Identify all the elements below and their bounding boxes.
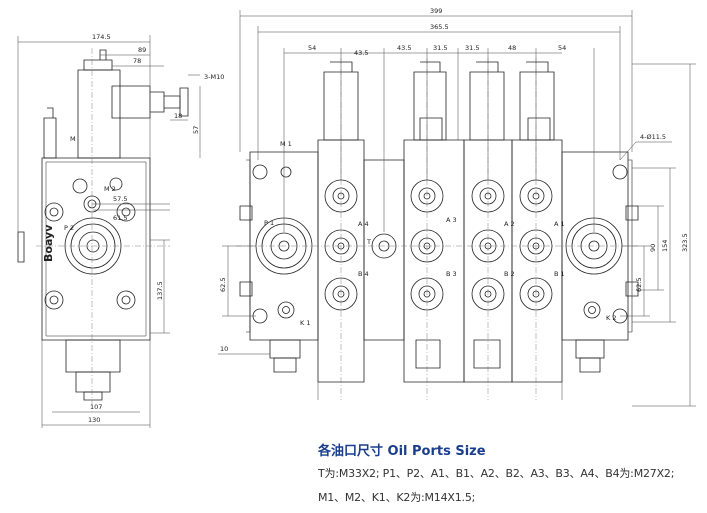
dim-10: 10 <box>220 345 228 353</box>
label-p1: P 1 <box>264 219 274 227</box>
dim-61-5: 61.5 <box>113 214 127 222</box>
caption-line-2: M1、M2、K1、K2为:M14X1.5; <box>318 491 476 504</box>
dim-18: 18 <box>174 112 182 120</box>
label-m: M <box>70 135 76 143</box>
label-b3: B 3 <box>446 270 457 278</box>
label-b1: B 1 <box>554 270 565 278</box>
dim-107: 107 <box>90 403 102 411</box>
dim-62-5-right: 62.5 <box>635 278 643 292</box>
dim-48: 48 <box>508 44 516 52</box>
dim-57: 57 <box>192 126 200 134</box>
label-a1: A 1 <box>554 220 565 228</box>
label-k2: K 2 <box>606 314 616 322</box>
dim-31-5-right: 31.5 <box>465 44 479 52</box>
dim-31-5-left: 31.5 <box>433 44 447 52</box>
dim-78: 78 <box>133 57 141 65</box>
dim-174-5: 174.5 <box>92 33 111 41</box>
front-view <box>239 61 639 383</box>
label-b4: B 4 <box>358 270 369 278</box>
dim-43-5-right: 43.5 <box>397 44 411 52</box>
dim-154: 154 <box>661 240 669 252</box>
dim-365-5: 365.5 <box>430 23 449 31</box>
dim-hole: 4-Ø11.5 <box>640 133 666 141</box>
dim-323-5: 323.5 <box>681 233 689 252</box>
caption-title: 各油口尺寸 Oil Ports Size <box>318 444 486 459</box>
dim-130: 130 <box>88 416 100 424</box>
dim-54-right: 54 <box>558 44 566 52</box>
dim-62-5-left: 62.5 <box>219 278 227 292</box>
label-a4: A 4 <box>358 220 369 228</box>
hydraulic-valve-drawing: Boayv 174.5 89 78 3-M10 18 57 57.5 61.5 … <box>17 7 696 428</box>
label-p2: P 2 <box>64 224 74 232</box>
caption-line-1: T为:M33X2; P1、P2、A1、B1、A2、B2、A3、B3、A4、B4为… <box>318 467 675 480</box>
dim-54-left: 54 <box>308 44 316 52</box>
dim-137-5: 137.5 <box>156 281 164 300</box>
dim-89: 89 <box>138 46 146 54</box>
dim-90: 90 <box>649 244 657 252</box>
label-a2: A 2 <box>504 220 515 228</box>
label-m2: M 2 <box>104 185 116 193</box>
side-view <box>17 49 189 401</box>
label-m1: M 1 <box>280 140 292 148</box>
dim-57-5: 57.5 <box>113 195 127 203</box>
label-k1: K 1 <box>300 319 310 327</box>
side-dimensions <box>17 35 201 428</box>
oil-ports-caption: 各油口尺寸 Oil Ports Size T为:M33X2; P1、P2、A1、… <box>318 440 703 513</box>
label-b2: B 2 <box>504 270 515 278</box>
label-a3: A 3 <box>446 216 457 224</box>
brand-logo: Boayv <box>42 224 55 262</box>
dim-43-5-left: 43.5 <box>354 49 368 57</box>
dim-3-m10: 3-M10 <box>204 73 224 81</box>
dim-399: 399 <box>430 7 442 15</box>
label-t: T <box>366 238 371 246</box>
center-lines <box>36 48 640 412</box>
front-dimensions <box>218 10 696 407</box>
